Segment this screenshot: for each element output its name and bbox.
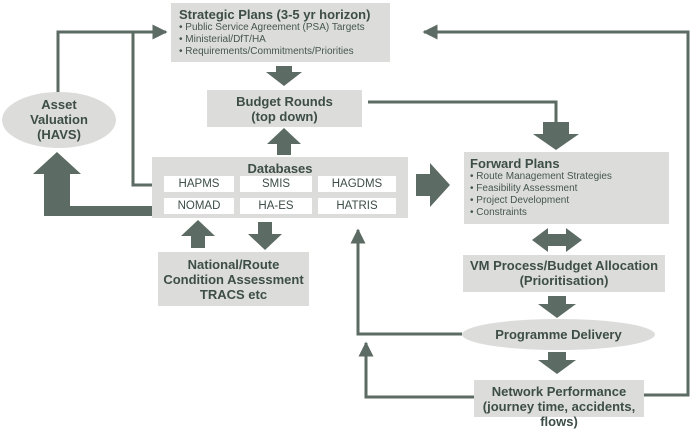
condition-line3: TRACS etc: [199, 287, 268, 302]
budget-rounds-subtitle: (top down): [251, 109, 318, 124]
programme-to-network-arrow: [538, 352, 576, 374]
databases-box: Databases HAPMS SMIS HAGDMS NOMAD HA-ES …: [152, 157, 408, 218]
strategic-to-budget-arrow: [266, 66, 302, 86]
network-performance-line2: (journey time, accidents, flows): [482, 399, 636, 429]
strategic-item: Ministerial/DfT/HA: [179, 34, 390, 46]
database-cell-hapms: HAPMS: [164, 176, 234, 192]
database-cell-hagdms: HAGDMS: [318, 176, 396, 192]
database-cell-smis: SMIS: [240, 176, 312, 192]
database-cell-hatris: HATRIS: [318, 198, 396, 214]
asset-valuation-line2: Valuation: [30, 112, 88, 127]
budget-to-forward-line: [368, 100, 558, 124]
network-to-databases-line: [358, 341, 474, 399]
connectors-layer: [33, 24, 690, 399]
forward-item: Route Management Strategies: [470, 171, 669, 183]
network-performance-line1: Network Performance: [491, 384, 627, 399]
forward-plans-title: Forward Plans: [470, 156, 560, 171]
budget-forward-arrowhead: [533, 122, 579, 150]
budget-rounds-title: Budget Rounds: [236, 94, 333, 109]
forward-plans-box: Forward Plans Route Management Strategie…: [464, 152, 669, 224]
databases-title: Databases: [247, 161, 313, 176]
databases-to-asset-arrow: [33, 152, 152, 216]
vm-process-line2: (Prioritisation): [519, 273, 609, 288]
forward-item: Feasibility Assessment: [470, 183, 669, 195]
asset-to-strategic-line: [56, 24, 168, 93]
asset-valuation-line3: (HAVS): [37, 127, 81, 142]
strategic-plans-box: Strategic Plans (3-5 yr horizon) Public …: [171, 3, 390, 62]
database-cell-ha-es: HA-ES: [240, 198, 312, 214]
condition-to-databases-arrow: [181, 220, 215, 248]
databases-to-budget-arrow: [267, 128, 301, 155]
asset-valuation-ellipse: Asset Valuation (HAVS): [2, 92, 116, 148]
programme-to-databases-line: [350, 228, 462, 336]
strategic-plans-list: Public Service Agreement (PSA) Targets M…: [179, 22, 390, 58]
condition-assessment-box: National/Route Condition Assessment TRAC…: [158, 252, 309, 306]
network-to-strategic-line: [422, 24, 690, 397]
databases-to-condition-arrow: [248, 222, 282, 250]
forward-plans-list: Route Management Strategies Feasibility …: [470, 171, 669, 219]
forward-item: Project Development: [470, 195, 669, 207]
databases-to-forward-arrow: [416, 163, 450, 207]
vm-to-programme-arrow: [538, 296, 576, 318]
databases-to-strategic-line: [131, 32, 152, 187]
asset-valuation-line1: Asset: [41, 97, 77, 112]
strategic-item: Requirements/Commitments/Priorities: [179, 46, 390, 58]
strategic-item: Public Service Agreement (PSA) Targets: [179, 22, 390, 34]
budget-rounds-box: Budget Rounds (top down): [207, 90, 362, 127]
strategic-plans-title: Strategic Plans (3-5 yr horizon): [179, 7, 371, 22]
forward-vm-double-arrow: [532, 228, 582, 252]
programme-delivery-ellipse: Programme Delivery: [462, 319, 655, 350]
vm-process-box: VM Process/Budget Allocation (Prioritisa…: [463, 255, 665, 292]
condition-line2: Condition Assessment: [163, 272, 304, 287]
condition-line1: National/Route: [187, 257, 280, 272]
network-performance-box: Network Performance (journey time, accid…: [474, 380, 644, 429]
forward-item: Constraints: [470, 207, 669, 219]
database-cell-nomad: NOMAD: [164, 198, 234, 214]
programme-delivery-label: Programme Delivery: [495, 327, 622, 342]
vm-process-line1: VM Process/Budget Allocation: [469, 258, 659, 273]
